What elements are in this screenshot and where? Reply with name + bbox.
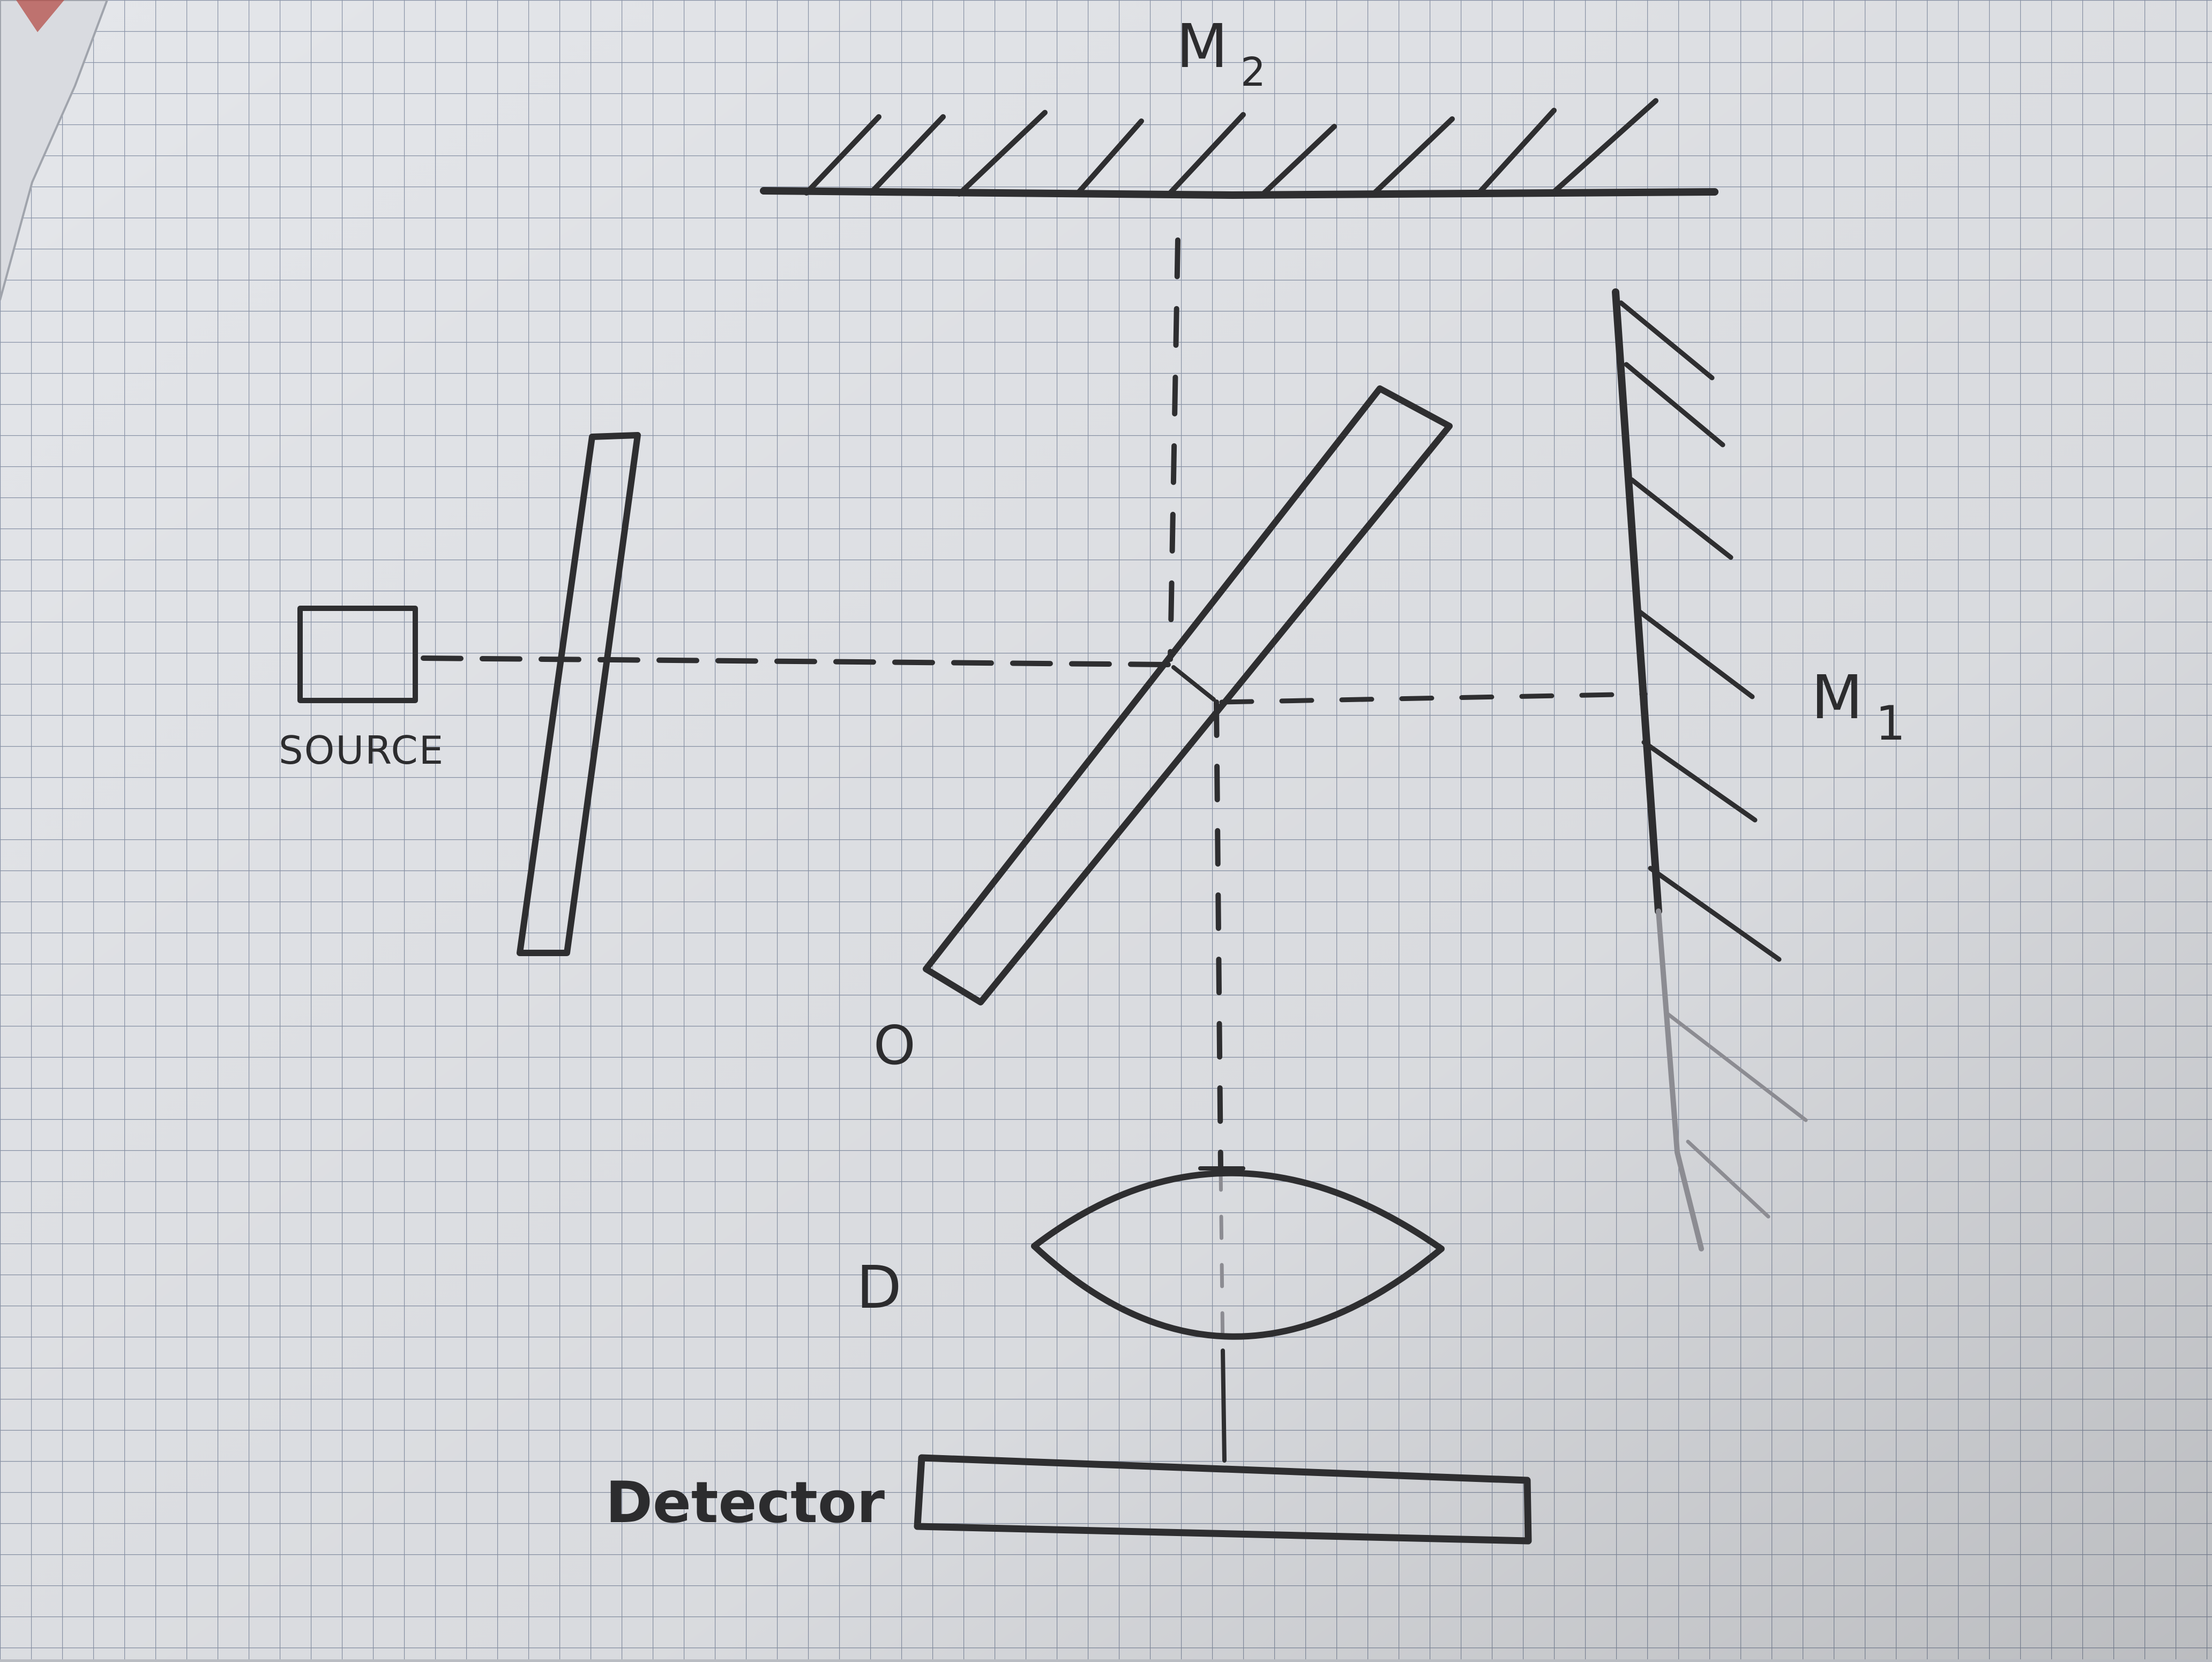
lens-d bbox=[1031, 1169, 1445, 1340]
beam-to-lens bbox=[1214, 699, 1223, 1171]
label-detector: Detector bbox=[606, 1470, 885, 1536]
underlying-page-edge bbox=[0, 0, 109, 301]
mirror-m1-surface-faded bbox=[1656, 908, 1704, 1251]
source-beam bbox=[421, 655, 1171, 667]
beam-through-lens bbox=[1219, 1166, 1225, 1353]
label-lens-d: D bbox=[856, 1253, 902, 1322]
mirror-m2-surface bbox=[760, 187, 1718, 199]
beam-splitter bbox=[923, 385, 1453, 1005]
mirror-m1-surface bbox=[1612, 288, 1662, 915]
beam-to-m2 bbox=[1168, 237, 1180, 662]
mirror-m1-hatching bbox=[1618, 300, 1782, 962]
splitter-reflection-link bbox=[1171, 665, 1216, 702]
label-m1: M bbox=[1811, 663, 1863, 733]
detector-bar bbox=[914, 1454, 1532, 1545]
mirror-m1 bbox=[1612, 288, 1808, 1251]
compensator-plate bbox=[517, 432, 641, 956]
labels: M 2 M 1 SOURCE O D Detector bbox=[279, 12, 1905, 1536]
label-m2: M bbox=[1176, 12, 1228, 81]
mirror-m1-hatching-faded bbox=[1664, 1011, 1808, 1219]
red-mark bbox=[16, 0, 64, 32]
mirror-m2 bbox=[760, 98, 1718, 199]
beam-to-detector bbox=[1221, 1348, 1227, 1463]
beam-to-m1 bbox=[1219, 691, 1648, 705]
mirror-m2-hatching bbox=[804, 98, 1658, 198]
source-box bbox=[297, 606, 418, 703]
label-m1-subscript: 1 bbox=[1875, 696, 1905, 751]
label-m2-subscript: 2 bbox=[1240, 49, 1266, 95]
label-source: SOURCE bbox=[279, 728, 444, 773]
label-compensator-o: O bbox=[873, 1014, 916, 1077]
